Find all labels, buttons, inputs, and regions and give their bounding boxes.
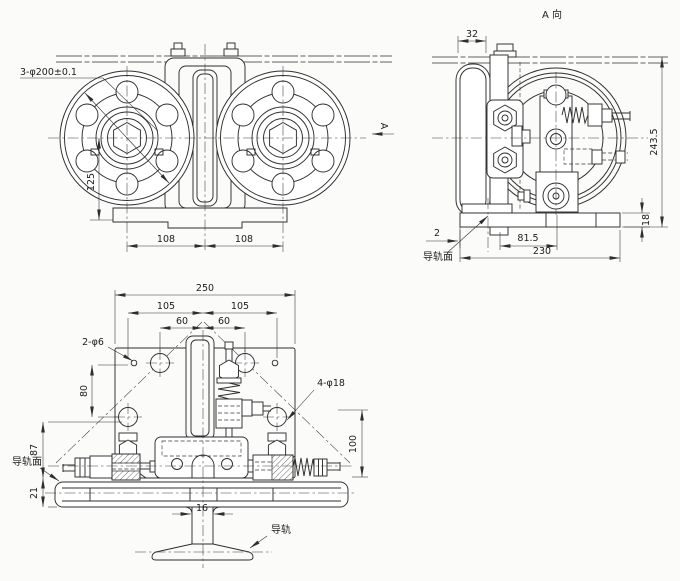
slotted-screw: [75, 149, 99, 173]
side-view: A 向: [423, 8, 668, 263]
svg-text:87: 87: [29, 444, 40, 456]
dim-21: 21: [29, 478, 57, 508]
dim-87: 87: [29, 421, 122, 478]
svg-text:108: 108: [235, 234, 253, 245]
dim-108-pair: 108 108: [126, 234, 283, 248]
gusset-edge: [55, 321, 203, 464]
dim-80: 80: [79, 364, 128, 418]
dim-16: 16: [172, 503, 233, 516]
slotted-screw: [75, 103, 99, 127]
tire-profile: [455, 63, 491, 217]
small-hole: [271, 359, 279, 367]
svg-text:4-φ18: 4-φ18: [317, 378, 345, 389]
callout-small-holes: 2-φ6: [82, 337, 134, 362]
front-view: 3-φ200±0.1 125 108 108 A: [20, 42, 394, 252]
center-mechanism: [517, 84, 579, 213]
slotted-screw: [311, 103, 335, 127]
lower-adjust-bolt: [563, 148, 628, 165]
dim-243-5: 243.5: [624, 57, 668, 228]
plate-holes: [114, 349, 291, 431]
rail-channel: [185, 335, 215, 441]
callout-large-holes: 4-φ18: [286, 378, 345, 421]
dim-105-pair: 105 105: [127, 301, 278, 358]
slide-strip: [54, 481, 349, 508]
svg-text:81.5: 81.5: [517, 233, 538, 244]
svg-text:导轨面: 导轨面: [12, 455, 42, 468]
base-bar: [112, 207, 288, 229]
rail-surface-callout-top: 导轨面: [12, 455, 60, 482]
svg-text:230: 230: [533, 246, 551, 257]
callout-wheel-diameter: 3-φ200±0.1: [20, 67, 159, 132]
svg-text:105: 105: [157, 301, 175, 312]
svg-text:导轨: 导轨: [271, 523, 291, 536]
dim-230: 230: [459, 230, 621, 262]
side-view-title: A 向: [542, 8, 562, 21]
top-view: 250 105 105 60 60 80 87 21 100: [12, 283, 368, 568]
small-hole: [130, 359, 138, 367]
bolt-bracket: [486, 99, 531, 179]
svg-text:105: 105: [231, 301, 249, 312]
view-direction-arrow: A: [372, 123, 394, 136]
dim-250: 250: [114, 283, 296, 344]
side-base: [459, 203, 621, 228]
dim-125: 125: [86, 138, 113, 221]
dim-100: 100: [338, 409, 368, 478]
svg-text:2-φ6: 2-φ6: [82, 337, 104, 348]
dim-60-pair: 60 60: [159, 316, 246, 352]
clamp-body: [154, 436, 249, 479]
svg-text:18: 18: [641, 214, 652, 226]
dim-18: 18: [622, 198, 652, 242]
svg-text:80: 80: [79, 385, 90, 397]
svg-text:导轨面: 导轨面: [423, 250, 453, 263]
svg-text:21: 21: [29, 487, 40, 499]
svg-text:2: 2: [434, 228, 440, 239]
dim-2: 2: [426, 227, 461, 248]
svg-text:250: 250: [196, 283, 214, 294]
svg-text:100: 100: [348, 435, 359, 453]
rail-bolt: [170, 42, 239, 57]
svg-text:108: 108: [157, 234, 175, 245]
slotted-screw: [311, 149, 335, 173]
left-adjust-rod: [62, 453, 156, 481]
svg-text:60: 60: [218, 316, 230, 327]
svg-text:A: A: [378, 123, 389, 130]
rail-bolt: [496, 43, 514, 52]
dim-32: 32: [457, 29, 487, 53]
upper-spring-bolt: [561, 103, 631, 127]
svg-text:243.5: 243.5: [649, 128, 660, 155]
svg-text:125: 125: [86, 173, 97, 191]
svg-text:32: 32: [466, 29, 478, 40]
rail-surface-callout-side: 导轨面: [423, 215, 489, 263]
vertical-spring-bolt: [215, 341, 271, 441]
dim-81-5: 81.5: [499, 215, 558, 250]
svg-text:16: 16: [196, 503, 208, 514]
svg-text:60: 60: [176, 316, 188, 327]
rail-callout: 导轨: [249, 523, 291, 549]
right-spring-rod: [247, 454, 341, 481]
callout-text: 3-φ200±0.1: [20, 67, 77, 78]
